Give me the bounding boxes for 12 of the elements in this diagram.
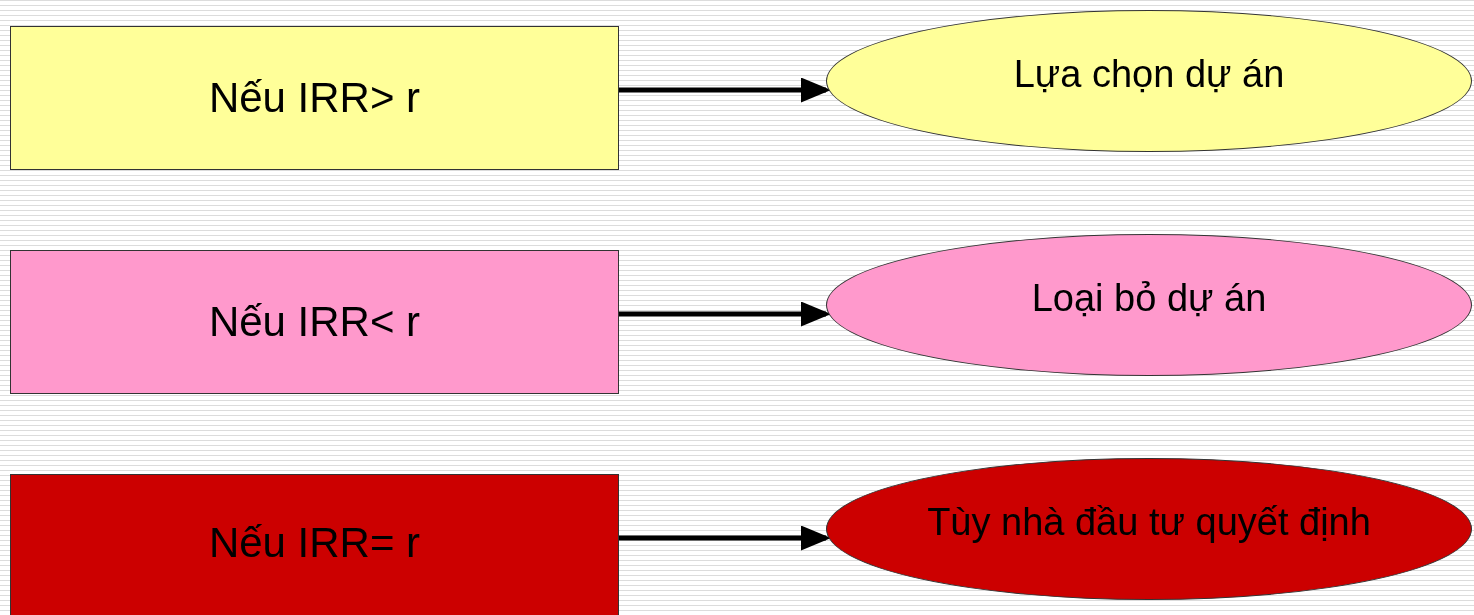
node-text: Nếu IRR< r [208, 296, 421, 347]
node-text: Loại bỏ dự án [1031, 276, 1267, 322]
condition-box [10, 474, 619, 615]
node-text: Nếu IRR> r [208, 72, 421, 123]
node-text: Nếu IRR= r [208, 517, 421, 568]
condition-box [10, 26, 619, 170]
node-text: Tùy nhà đầu tư quyết định [927, 500, 1371, 546]
arrow [619, 301, 831, 327]
arrow [619, 525, 831, 551]
arrow [619, 77, 831, 103]
condition-box [10, 250, 619, 394]
node-text: Lựa chọn dự án [1013, 52, 1285, 98]
